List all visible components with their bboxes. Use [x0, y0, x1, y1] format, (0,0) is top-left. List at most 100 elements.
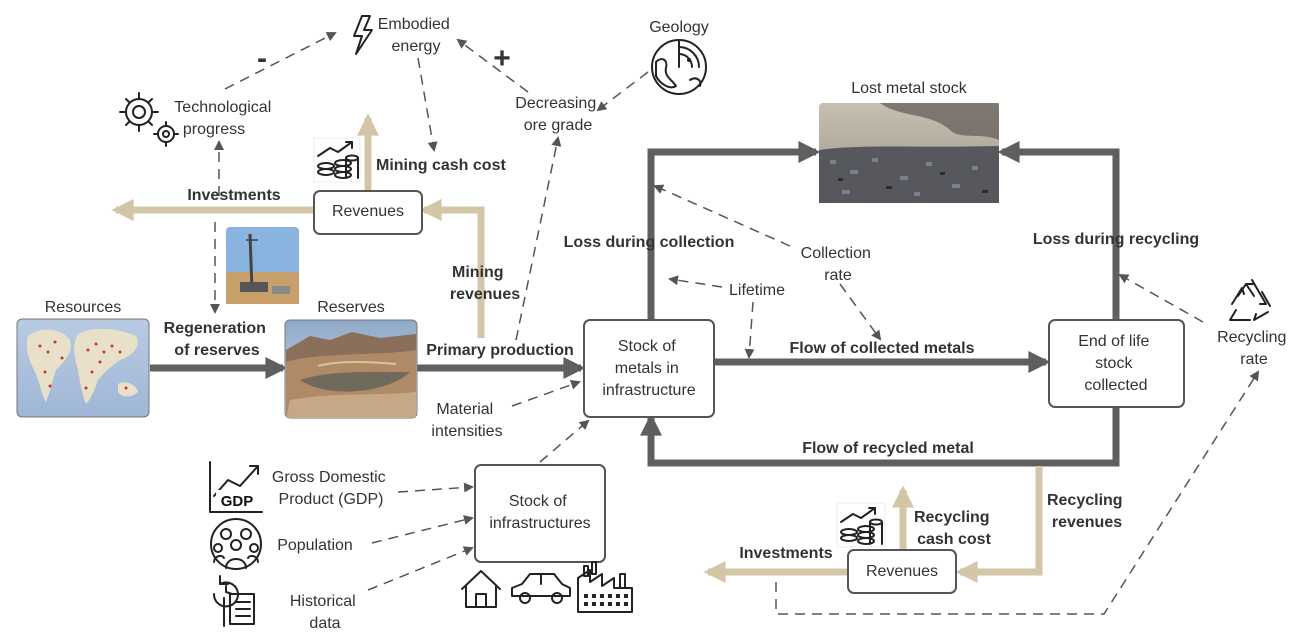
- tech-progress-line1: Technological: [174, 99, 271, 116]
- lifetime-to-loss-arrow: [668, 275, 723, 288]
- resources-label: Resources: [45, 299, 121, 316]
- lifetime-to-flow-arrow: [744, 301, 755, 359]
- collection-rate-line1: Collection: [801, 245, 871, 262]
- svg-text:Gross Domestic Product (GD: Gross Domestic Product (GDP): [272, 469, 390, 508]
- intensities-to-stock-arrow: [511, 379, 581, 407]
- end-of-life-line2: stock: [1095, 355, 1133, 372]
- regeneration-line2: of reserves: [174, 342, 259, 359]
- stock-metals-box: [583, 319, 715, 418]
- geology-globe-icon: [651, 39, 707, 95]
- recycling-cash-cost-line1: Recycling: [914, 509, 990, 526]
- mine-pit-image: [284, 319, 418, 419]
- svg-text:Material intensities: Material intensities: [431, 401, 502, 440]
- stock-infra-line1: Stock of: [509, 493, 567, 510]
- loss-collection-flow: [647, 141, 821, 319]
- recycling-revenues-line2: revenues: [1052, 514, 1122, 531]
- investments-to-recycling-rate-arrow: [775, 370, 1260, 615]
- end-of-life-line3: collected: [1084, 377, 1147, 394]
- recycling-revenues-line1: Recycling: [1047, 492, 1123, 509]
- svg-text:Stock of metals in inf: Stock of metals in infrastructure: [602, 338, 695, 399]
- gdp-to-infra-arrow: [397, 482, 474, 493]
- geology-label: Geology: [649, 19, 709, 36]
- svg-text:End of life stock coll: End of life stock collected: [1078, 333, 1154, 394]
- coins-chart-icon-bottom: [836, 502, 886, 548]
- population-to-infra-arrow: [371, 515, 474, 544]
- population-label: Population: [277, 537, 353, 554]
- collection-rate-to-loss-arrow: [653, 184, 791, 247]
- gdp-icon: GDP: [209, 461, 263, 513]
- end-of-life-line1: End of life: [1078, 333, 1149, 350]
- landfill-image: [819, 103, 999, 203]
- collection-rate-line2: rate: [824, 267, 852, 284]
- ore-grade-line1: Decreasing: [515, 95, 596, 112]
- svg-text:Recycling rate: Recycling rate: [1217, 329, 1291, 368]
- lifetime-label: Lifetime: [729, 282, 785, 299]
- plus-sign: +: [493, 42, 511, 75]
- mining-revenues-flow: [419, 199, 485, 338]
- gdp-line2: Product (GDP): [279, 491, 384, 508]
- svg-text:Embodied energy: Embodied energy: [378, 16, 455, 55]
- embodied-energy-line1: Embodied: [378, 16, 450, 33]
- primary-production-label: Primary production: [426, 342, 574, 359]
- revenues-bottom-label: Revenues: [866, 563, 938, 580]
- stock-metals-line1: Stock of: [618, 338, 676, 355]
- recycling-rate-line2: rate: [1240, 351, 1268, 368]
- ore-grade-line2: ore grade: [524, 117, 593, 134]
- recycling-rate-to-loss-arrow: [1118, 274, 1204, 323]
- material-intensities-line1: Material: [436, 401, 493, 418]
- end-of-life-box: [1048, 319, 1185, 408]
- loss-recycling-flow: [997, 141, 1120, 319]
- recycling-icon: [1229, 279, 1271, 321]
- geology-to-ore-arrow: [596, 71, 649, 112]
- recycling-cash-cost-line2: cash cost: [917, 531, 991, 548]
- svg-text:Historical data: Historical data: [290, 593, 360, 632]
- revenues-top-label: Revenues: [332, 203, 404, 220]
- collected-metals-label: Flow of collected metals: [790, 340, 975, 357]
- recycling-revenues-flow: [955, 466, 1043, 583]
- revenues-bottom-box: [847, 549, 957, 594]
- embodied-energy-line2: energy: [392, 38, 441, 55]
- collection-rate-to-flow-arrow: [839, 283, 882, 341]
- svg-text:Recycling cash cost: Recycling cash cost: [914, 509, 994, 548]
- svg-text:Collection rate: Collection rate: [801, 245, 876, 284]
- house-icon: [461, 570, 501, 608]
- svg-text:Recycling revenues: Recycling revenues: [1047, 492, 1127, 531]
- lost-metal-label: Lost metal stock: [851, 80, 968, 97]
- stock-metals-line3: infrastructure: [602, 382, 695, 399]
- tech-progress-line2: progress: [183, 121, 245, 138]
- infra-to-stock-arrow: [539, 419, 590, 463]
- historical-data-icon: [212, 575, 255, 627]
- revenues-top-box: [313, 190, 423, 235]
- drill-rig-image: [226, 227, 299, 304]
- stock-infra-box: [474, 464, 606, 563]
- svg-text:Mining revenues: Mining revenues: [450, 264, 520, 303]
- historical-line1: Historical: [290, 593, 356, 610]
- svg-text:Technological progress: Technological progress: [174, 99, 275, 138]
- historical-line2: data: [309, 615, 340, 632]
- stock-metals-line2: metals in: [615, 360, 679, 377]
- tech-to-energy-arrow: [224, 32, 337, 90]
- historical-to-infra-arrow: [367, 546, 474, 591]
- recycled-metal-label: Flow of recycled metal: [802, 440, 974, 457]
- mining-cash-cost-label: Mining cash cost: [376, 157, 506, 174]
- reserves-label: Reserves: [317, 299, 385, 316]
- production-to-ore-arrow: [515, 136, 562, 341]
- investments-bottom-label: Investments: [739, 545, 832, 562]
- lightning-icon: [353, 15, 373, 55]
- stock-infra-line2: infrastructures: [489, 515, 590, 532]
- regeneration-line1: Regeneration: [164, 320, 266, 337]
- car-icon: [511, 573, 571, 604]
- svg-text:Regeneration of reserves: Regeneration of reserves: [164, 320, 271, 359]
- world-map-image: [16, 318, 150, 418]
- mining-revenues-line2: revenues: [450, 286, 520, 303]
- minus-sign: -: [257, 42, 267, 75]
- gear-icon: [119, 92, 179, 147]
- loss-recycling-label: Loss during recycling: [1033, 231, 1199, 248]
- material-intensities-line2: intensities: [431, 423, 502, 440]
- investments-top-label: Investments: [187, 187, 280, 204]
- ore-to-energy-arrow: [456, 38, 529, 93]
- population-icon: [210, 518, 262, 570]
- energy-to-cost-arrow: [417, 57, 438, 152]
